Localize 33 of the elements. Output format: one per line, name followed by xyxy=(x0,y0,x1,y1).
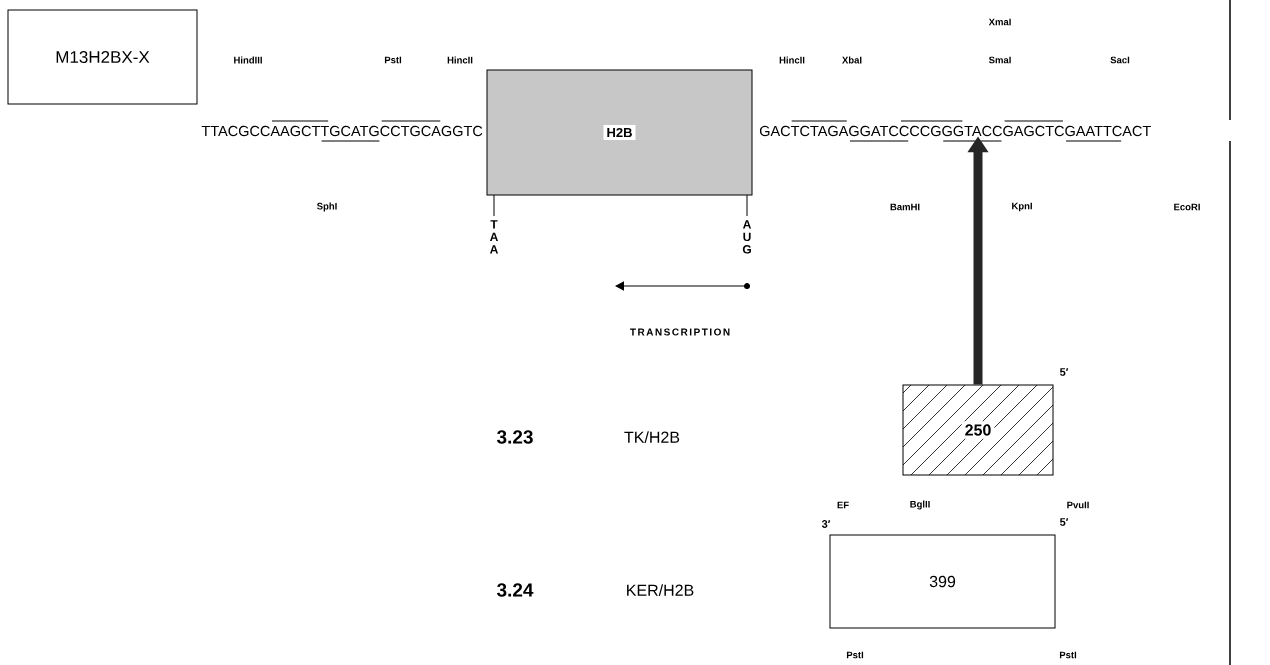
box: 399 xyxy=(829,534,1056,629)
hatched-box: 250 xyxy=(902,384,1054,476)
site-label: PstI xyxy=(846,651,864,659)
site-label: KpnI xyxy=(1012,202,1032,212)
box: M13H2BX-X xyxy=(7,9,198,105)
site-label: HincII xyxy=(779,56,805,64)
site-label: BglII xyxy=(910,500,930,510)
site-label: PstI xyxy=(1059,651,1077,659)
construct-name: TK/H2B xyxy=(624,431,680,443)
gene-box: H2B xyxy=(486,69,753,196)
transcription-label: TRANSCRIPTION xyxy=(630,328,730,336)
figure-number: 3.24 xyxy=(496,583,534,597)
sequence-text: GACTCTAGAGGATCCCCGGGTACCGAGCTCGAATTCACT xyxy=(759,125,1151,137)
site-label: PstI xyxy=(384,56,402,64)
end-label: 5′ xyxy=(1060,368,1069,376)
site-label: EF xyxy=(837,501,849,509)
site-label: SacI xyxy=(1110,56,1130,64)
figure-number: 3.23 xyxy=(496,430,533,444)
site-label: HindIII xyxy=(234,56,262,64)
site-label: XmaI xyxy=(988,18,1011,26)
codon-label: TAA xyxy=(489,220,498,254)
site-label: EcoRI xyxy=(1174,203,1200,211)
site-label: XbaI xyxy=(842,56,862,64)
construct-name: KER/H2B xyxy=(627,584,694,596)
codon-label: AUG xyxy=(742,220,751,254)
end-label: 3′ xyxy=(821,520,831,528)
site-label: HincII xyxy=(447,56,473,64)
site-label: PvuII xyxy=(1067,501,1089,509)
sequence-text: TTACGCCAAGCTTGCATGCCTGCAGGTC xyxy=(201,125,483,137)
site-label: BamHI xyxy=(890,203,920,211)
end-label: 5′ xyxy=(1060,518,1069,526)
site-label: SphI xyxy=(317,202,337,212)
site-label: SmaI xyxy=(988,56,1011,64)
